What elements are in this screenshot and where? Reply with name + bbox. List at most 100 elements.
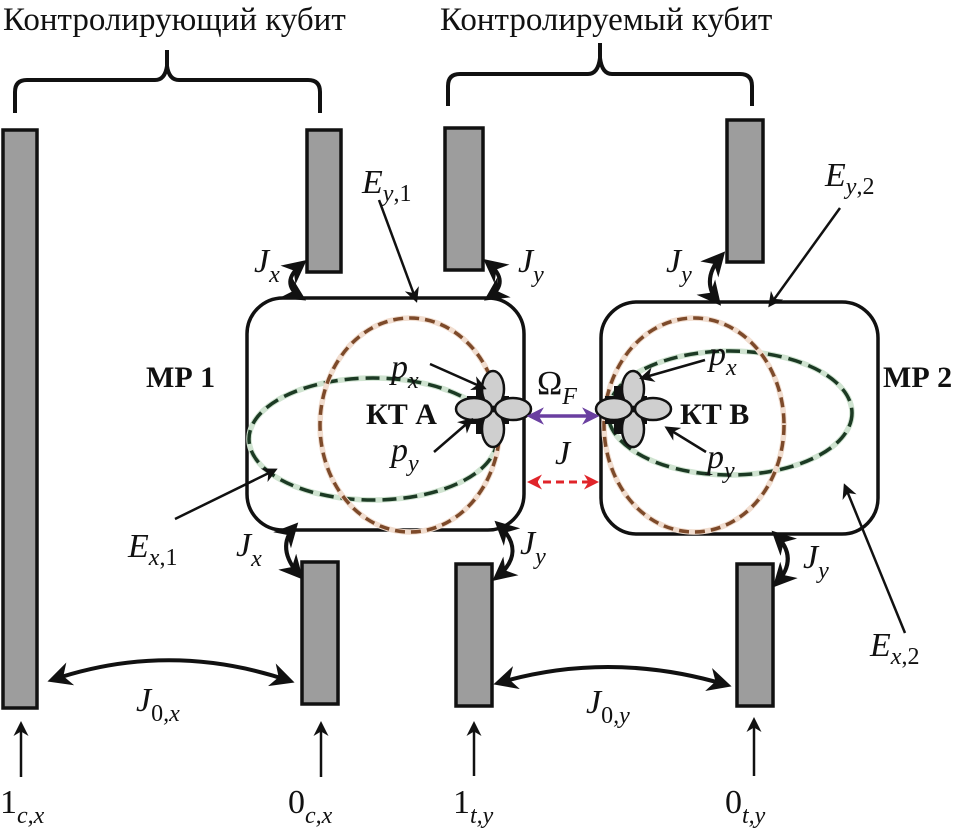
ex2-sub2: ,2 xyxy=(901,644,919,670)
ey1-pointer xyxy=(377,199,419,303)
port-sub: t,y xyxy=(742,803,766,829)
control-qubit-header: Контролирующий кубит xyxy=(3,2,346,38)
jx-sub: x xyxy=(268,262,280,288)
port-label-0ty: 0t,y xyxy=(725,784,766,829)
port-sub: c,x xyxy=(17,803,45,829)
ey2-label: Ey,2 xyxy=(824,157,874,200)
py-sub: y xyxy=(722,458,735,484)
jy-label-top-right: Jy xyxy=(666,243,692,288)
py-pointer-b xyxy=(664,426,707,454)
py-base: p xyxy=(389,432,408,469)
jy-sub: y xyxy=(816,558,829,584)
ey2-mode xyxy=(602,316,786,534)
quantum-dot-a-label: КТ А xyxy=(366,398,437,431)
px-base: p xyxy=(707,336,726,373)
port-sub: c,x xyxy=(305,803,333,829)
py-pointer-a xyxy=(433,418,474,453)
jx-label-bottom: Jx xyxy=(236,527,262,572)
py-base: p xyxy=(705,439,724,476)
omega-base: Ω xyxy=(537,365,562,402)
microresonator-1-label: МР 1 xyxy=(146,361,215,394)
port-base: 1 xyxy=(453,784,470,821)
port-label-1ty: 1t,y xyxy=(453,784,494,829)
jx-coupling-arrow-top xyxy=(279,259,307,301)
port-sub: t,y xyxy=(470,803,494,829)
jx-base: J xyxy=(254,243,271,280)
waveguide-control-top xyxy=(305,128,343,274)
omega-f-label: ΩF xyxy=(537,365,577,410)
ey1-base: E xyxy=(361,164,383,201)
px-pointer-a xyxy=(429,362,487,390)
ex2-label: Ex,2 xyxy=(869,627,919,670)
jy-sub: y xyxy=(533,544,546,570)
px-base: p xyxy=(389,349,408,386)
j0x-sub1: 0 xyxy=(151,701,163,727)
j0x-base: J xyxy=(136,682,153,719)
py-label-a: py xyxy=(389,432,419,477)
j0y-base: J xyxy=(586,684,603,721)
waveguide-target-top-right xyxy=(725,118,765,264)
ey1-label: Ey,1 xyxy=(361,164,411,207)
ex1-sub2: ,1 xyxy=(159,545,177,571)
jy-label-bottom-left: Jy xyxy=(520,525,546,570)
py-label-b: py xyxy=(705,439,735,484)
target-qubit-brace xyxy=(446,43,754,106)
waveguide-0cx xyxy=(300,560,340,706)
j0x-sub2: ,x xyxy=(163,701,180,727)
port-label-0cx: 0c,x xyxy=(288,784,333,829)
j0x-coupling-arrow xyxy=(47,658,295,687)
ex2-pointer xyxy=(842,483,907,634)
ey2-pointer xyxy=(768,207,842,308)
ey2-sub2: ,2 xyxy=(856,174,874,200)
omega-sub: F xyxy=(561,384,577,410)
jy-coupling-arrow-bottom-right xyxy=(771,530,798,588)
ey1-sub2: ,1 xyxy=(393,181,411,207)
jx-label-top: Jx xyxy=(254,243,280,288)
j0y-sub2: ,y xyxy=(613,703,630,729)
ey2-sub1: y xyxy=(844,174,857,200)
control-qubit-brace xyxy=(13,50,322,113)
ex1-sub1: x xyxy=(148,545,160,571)
microresonator-2-label: МР 2 xyxy=(883,361,952,394)
jy-label-bottom-right: Jy xyxy=(803,539,829,584)
px-sub: x xyxy=(407,368,419,394)
port-base: 0 xyxy=(725,784,742,821)
jy-coupling-arrow-top-left xyxy=(483,258,511,301)
ey1-sub1: y xyxy=(381,181,394,207)
px-label-a: px xyxy=(389,349,419,394)
ex2-sub1: x xyxy=(890,644,902,670)
quantum-dot-b xyxy=(594,369,673,449)
quantum-dot-a xyxy=(454,369,533,449)
jy-coupling-arrow-top-right xyxy=(696,251,726,306)
jx-sub: x xyxy=(250,546,262,572)
waveguide-0ty xyxy=(735,562,775,708)
port-base: 1 xyxy=(0,784,17,821)
px-label-b: px xyxy=(707,336,737,381)
jx-coupling-arrow-bottom xyxy=(273,522,304,580)
ex2-base: E xyxy=(869,627,891,664)
jy-sub: y xyxy=(531,262,544,288)
jy-base: J xyxy=(520,525,537,562)
ey2-base: E xyxy=(824,157,846,194)
ex1-base: E xyxy=(127,528,149,565)
waveguide-1ty xyxy=(454,562,494,708)
quantum-dot-b-label: КТ В xyxy=(680,398,749,431)
waveguide-target-top-left xyxy=(443,126,485,272)
exchange-j-label: J xyxy=(555,435,572,472)
j0x-label: J0,x xyxy=(136,682,180,727)
jy-base: J xyxy=(803,539,820,576)
px-sub: x xyxy=(725,355,737,381)
j0y-label: J0,y xyxy=(586,684,630,729)
jy-sub: y xyxy=(679,262,692,288)
px-pointer-b xyxy=(639,358,706,382)
jx-base: J xyxy=(236,527,253,564)
ex1-pointer xyxy=(174,468,278,521)
ex1-label: Ex,1 xyxy=(127,528,177,571)
j0y-sub1: 0 xyxy=(601,703,613,729)
target-qubit-header: Контролируемый кубит xyxy=(440,2,772,38)
j0y-coupling-arrow xyxy=(493,665,732,691)
jy-base: J xyxy=(518,243,535,280)
jy-base: J xyxy=(666,243,683,280)
port-label-1cx: 1c,x xyxy=(0,784,45,829)
